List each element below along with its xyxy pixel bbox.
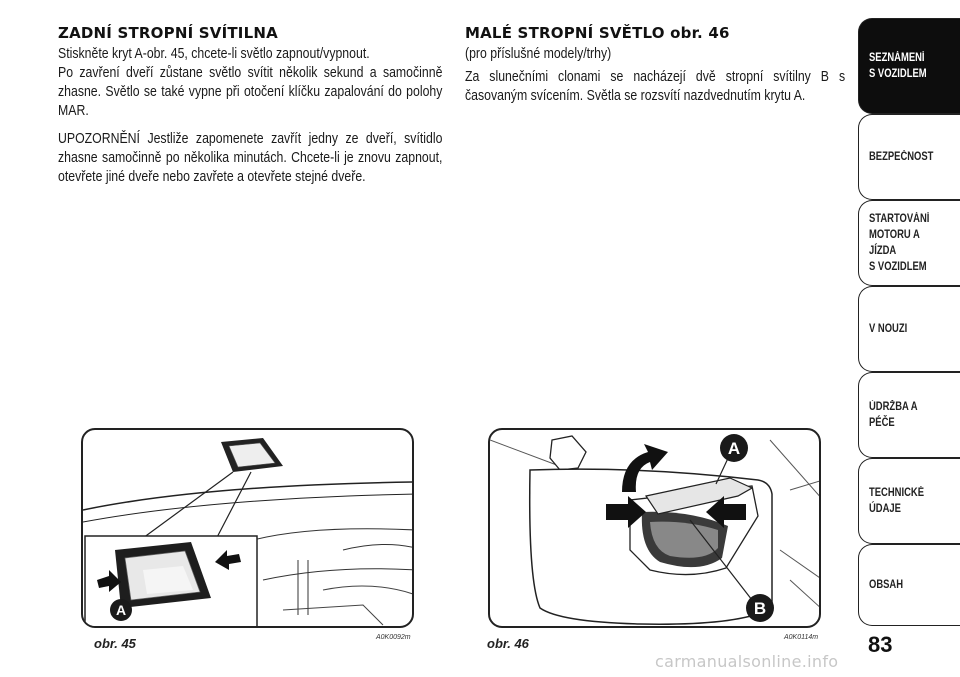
chapter-tabs: SEZNÁMENÍ S VOZIDLEM BEZPEČNOST STARTOVÁ…	[858, 0, 960, 677]
tab-seznameni[interactable]: SEZNÁMENÍ S VOZIDLEM	[858, 18, 960, 114]
section-heading-rear-light: ZADNÍ STROPNÍ SVÍTILNA	[58, 24, 278, 42]
figure-45-illustration: A	[81, 428, 414, 628]
tab-v-nouzi[interactable]: V NOUZI	[858, 286, 960, 372]
page-number: 83	[868, 632, 893, 657]
subheading: (pro příslušné modely/trhy)	[465, 46, 612, 62]
paragraph: Za slunečními clonami se nacházejí dvě s…	[465, 69, 846, 104]
paragraph: Po zavření dveří zůstane světlo svítit n…	[58, 65, 443, 119]
sun-visor-light-drawing: A B	[490, 434, 819, 625]
figure-46-caption: obr. 46	[487, 636, 529, 651]
paragraph: Stiskněte kryt A-obr. 45, chcete-li svět…	[58, 46, 370, 62]
section-heading-small-light: MALÉ STROPNÍ SVĚTLO obr. 46	[465, 24, 730, 42]
press-arrow-icon	[97, 570, 121, 592]
lift-arrow-icon	[622, 444, 668, 492]
left-column: ZADNÍ STROPNÍ SVÍTILNA Stiskněte kryt A-…	[58, 24, 442, 187]
warning-paragraph: UPOZORNĚNÍ Jestliže zapomenete zavřít je…	[58, 131, 443, 185]
tab-bezpecnost[interactable]: BEZPEČNOST	[858, 114, 960, 200]
rear-ceiling-light-drawing: A	[83, 438, 412, 626]
label-b: B	[754, 599, 766, 618]
figure-46-illustration: A B	[488, 428, 821, 628]
figure-46-code: A0K0114m	[784, 634, 819, 641]
right-column: MALÉ STROPNÍ SVĚTLO obr. 46 (pro přísluš…	[465, 24, 845, 106]
left-arrow-icon	[606, 496, 646, 528]
press-arrow-icon	[215, 550, 241, 570]
label-a: A	[116, 602, 126, 618]
tab-technicke-udaje[interactable]: TECHNICKÉ ÚDAJE	[858, 458, 960, 544]
watermark: carmanualsonline.info	[655, 652, 839, 671]
tab-udrzba[interactable]: ÚDRŽBA A PÉČE	[858, 372, 960, 458]
label-a: A	[728, 439, 740, 458]
tab-startovani[interactable]: STARTOVÁNÍ MOTORU A JÍZDA S VOZIDLEM	[858, 200, 960, 286]
figure-45-caption: obr. 45	[94, 636, 136, 651]
figure-45-code: A0K0092m	[376, 634, 411, 641]
tab-obsah[interactable]: OBSAH	[858, 544, 960, 626]
right-arrow-icon	[706, 496, 746, 528]
